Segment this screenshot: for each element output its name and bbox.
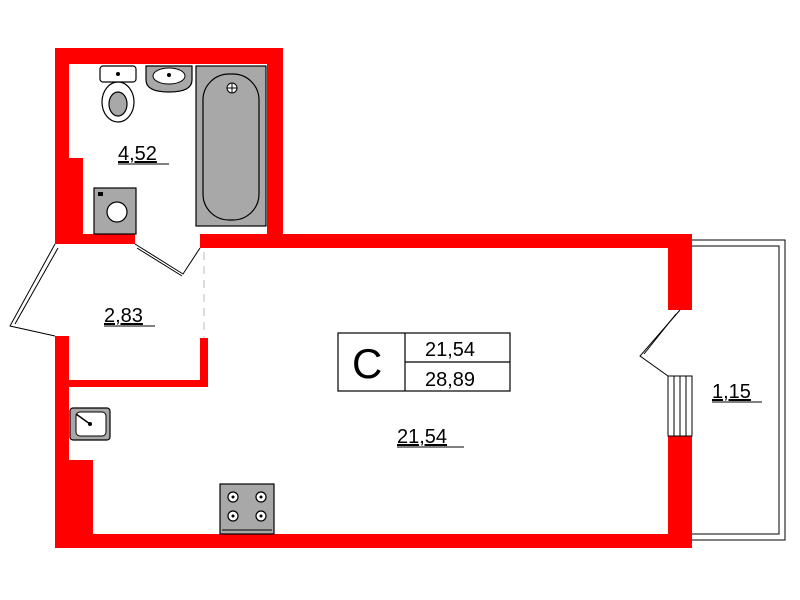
- wall-bath-left-thick: [55, 158, 83, 244]
- wall-bath-right: [267, 48, 283, 244]
- sink-icon: [145, 65, 193, 93]
- walls: [55, 48, 692, 548]
- balcony-area-label: 1,15: [712, 381, 751, 403]
- bathroom-area-label: 4,52: [118, 143, 157, 165]
- summary-total-area: 28,89: [425, 369, 475, 391]
- balcony-door: [639, 309, 681, 377]
- hallway-area-label: 2,83: [104, 305, 143, 327]
- wall-left-lower-thick: [55, 460, 93, 548]
- kitchen-sink-icon: [69, 407, 111, 441]
- wall-bottom: [55, 534, 692, 548]
- bathtub-icon: [195, 65, 267, 227]
- washing-machine-icon: [93, 187, 137, 235]
- wall-right-upper: [668, 234, 692, 310]
- summary-living-area: 21,54: [425, 339, 475, 361]
- living-area-label: 21,54: [397, 426, 447, 448]
- wall-hall-bottom: [69, 380, 208, 387]
- wall-main-top: [200, 234, 690, 248]
- balcony: [692, 239, 786, 541]
- apartment-type-letter: С: [352, 340, 382, 387]
- wall-bath-bottom: [55, 234, 135, 244]
- bathroom-door: [134, 243, 201, 277]
- stove-icon: [219, 483, 275, 535]
- wall-bath-top: [55, 48, 283, 64]
- wall-hall-right: [200, 338, 208, 387]
- wall-right-lower: [668, 436, 692, 548]
- toilet-icon: [99, 65, 137, 123]
- summary-box: С 21,54 28,89: [337, 332, 511, 392]
- entrance-door: [9, 243, 59, 337]
- balcony-window: [667, 375, 693, 437]
